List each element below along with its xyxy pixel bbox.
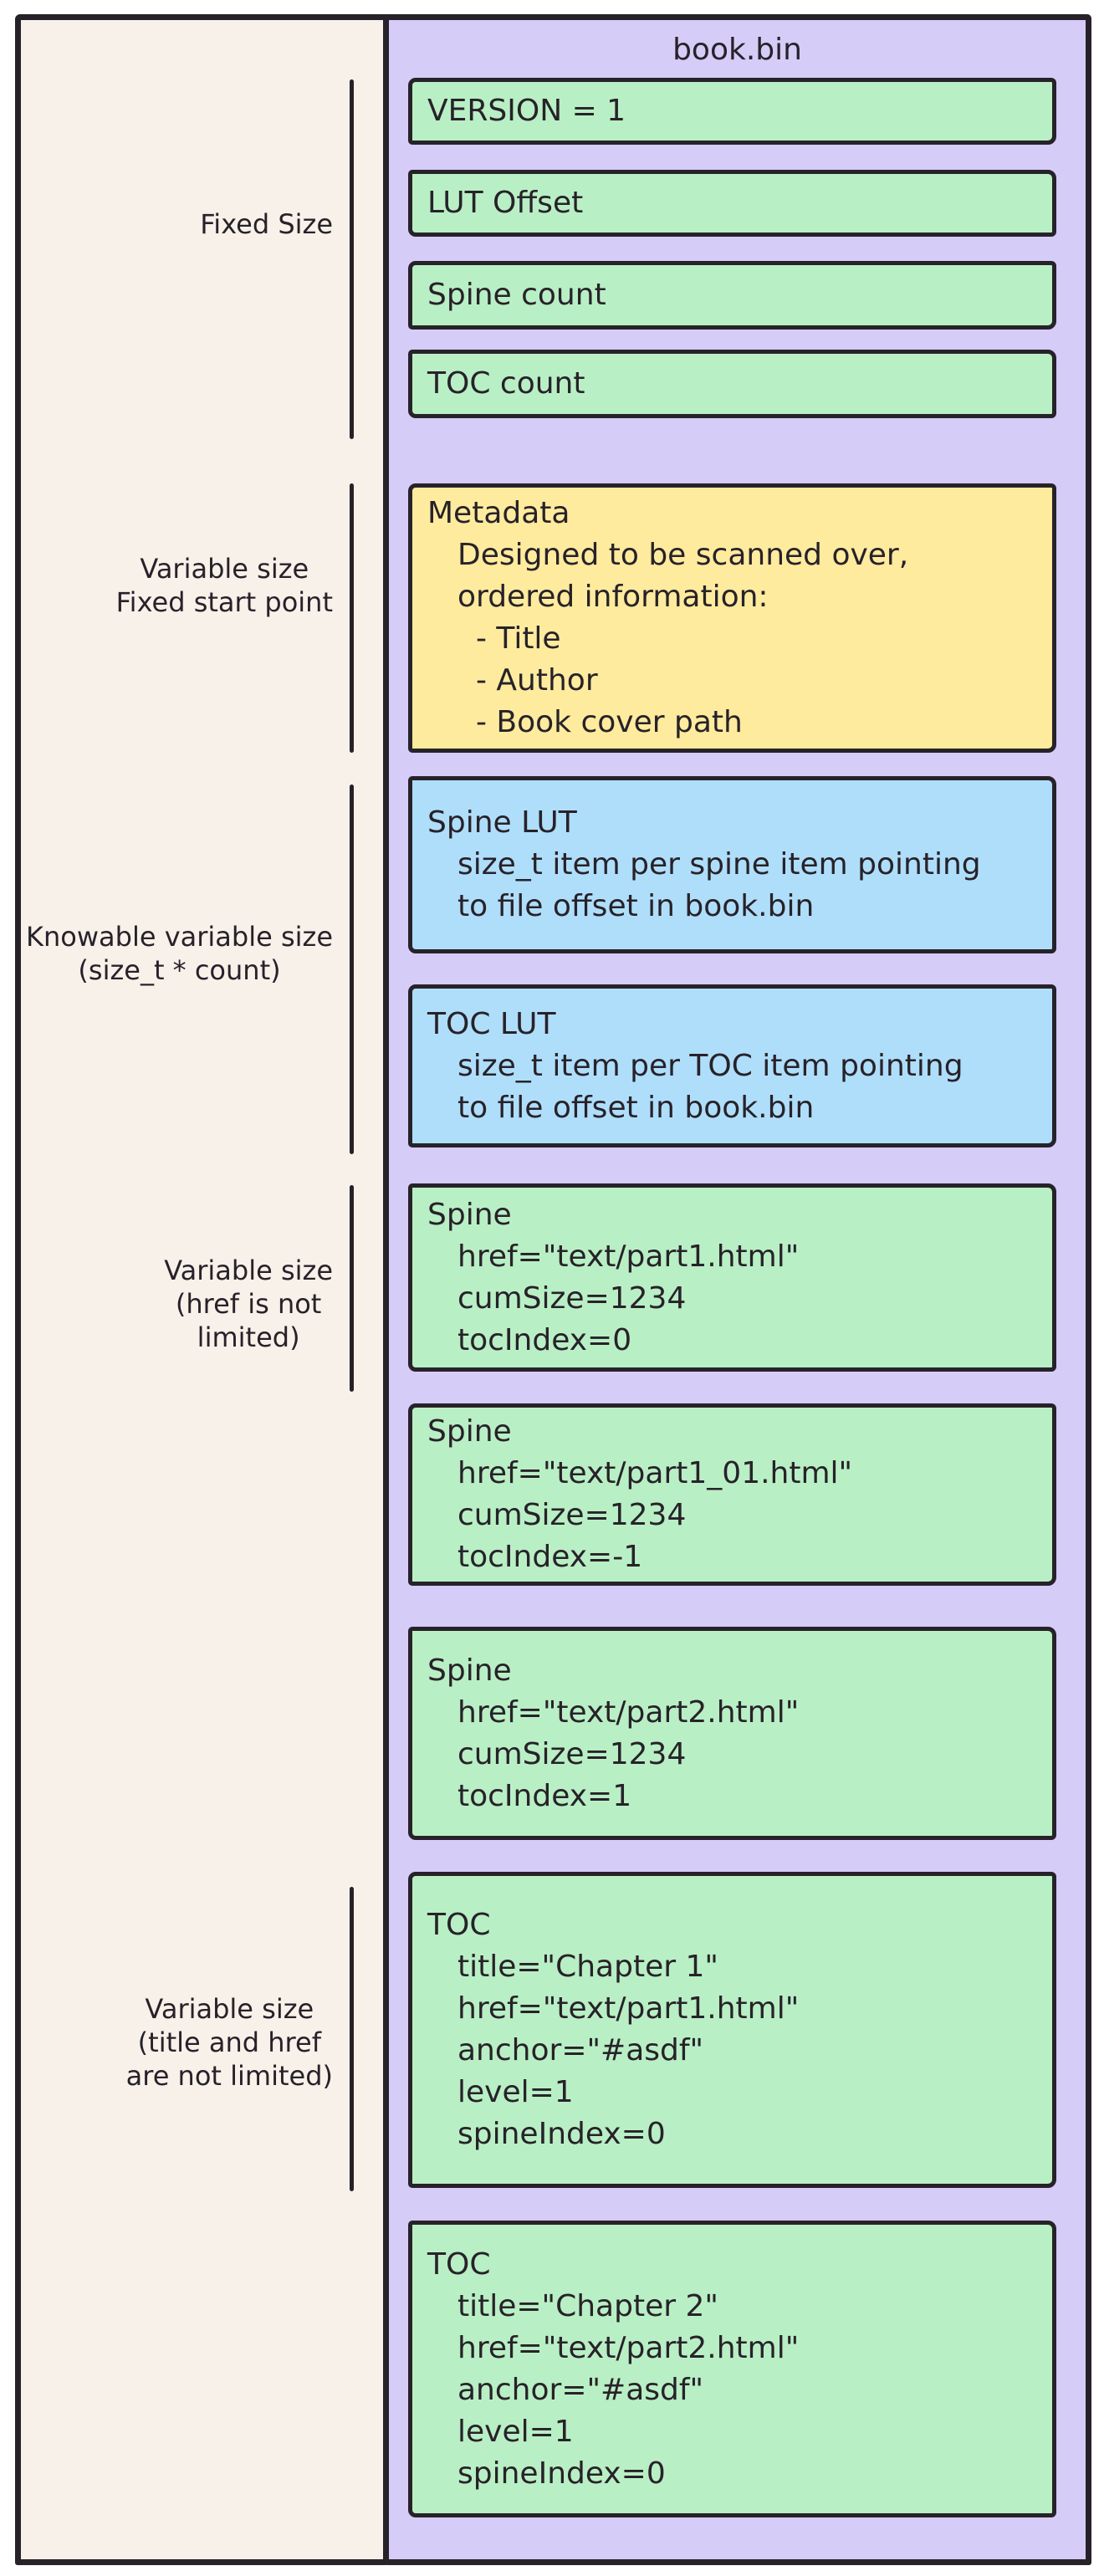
size-label-variable-title-href: Variable size (title and href are not li… xyxy=(125,1993,333,2092)
block-line: title="Chapter 1" xyxy=(457,1950,718,1984)
left-gutter-panel xyxy=(15,14,389,2565)
size-bracket xyxy=(350,1185,354,1392)
file-block-spine-2: Spine href="text/part1_01.html" cumSize=12… xyxy=(408,1403,1056,1586)
block-line: Spine xyxy=(427,1653,512,1688)
block-line: href="text/part2.html" xyxy=(457,1694,800,1730)
block-line: cumSize=1234 xyxy=(457,1280,687,1316)
file-block-spine-lut: Spine LUT size_t item per spine item poin… xyxy=(408,776,1056,953)
file-block-spine-count: Spine count xyxy=(408,261,1056,330)
block-line: Spine xyxy=(427,1414,512,1449)
file-block-version: VERSION = 1 xyxy=(408,78,1056,145)
block-line: href="text/part1_01.html" xyxy=(457,1456,853,1490)
file-block-toc-1: TOC title="Chapter 1" href="text/part1.htm… xyxy=(408,1872,1056,2188)
block-line: Designed to be scanned over, xyxy=(457,538,909,572)
block-line: - Book cover path xyxy=(476,705,743,739)
block-line: TOC count xyxy=(427,366,585,401)
size-label-fixed-size: Fixed Size xyxy=(200,208,333,240)
block-line: - Title xyxy=(476,621,561,656)
size-bracket xyxy=(350,483,354,753)
block-line: size_t item per spine item pointing xyxy=(457,847,981,882)
block-line: size_t item per TOC item pointing xyxy=(457,1048,963,1083)
block-line: href="text/part1.html" xyxy=(457,1239,800,1274)
block-line: Spine count xyxy=(427,278,606,312)
file-block-toc-2: TOC title="Chapter 2" href="text/part2.htm… xyxy=(408,2221,1056,2517)
block-line: tocIndex=0 xyxy=(457,1322,632,1357)
block-line: TOC xyxy=(427,2246,491,2282)
block-line: href="text/part2.html" xyxy=(457,2330,800,2365)
block-line: spineIndex=0 xyxy=(457,2117,666,2151)
file-block-lut-offset: LUT Offset xyxy=(408,170,1056,237)
block-line: anchor="#asdf" xyxy=(457,2033,704,2067)
block-line: TOC xyxy=(427,1908,491,1942)
block-line: Metadata xyxy=(427,496,570,530)
file-title: book.bin xyxy=(672,33,802,67)
file-block-spine-3: Spine href="text/part2.html" cumSize=1234 t… xyxy=(408,1627,1056,1840)
block-line: cumSize=1234 xyxy=(457,1736,687,1771)
size-label-variable-fixed-start: Variable size Fixed start point xyxy=(115,553,333,618)
block-line: tocIndex=1 xyxy=(457,1778,632,1813)
block-line: Spine LUT xyxy=(427,805,577,840)
block-line: VERSION = 1 xyxy=(427,94,626,128)
file-block-toc-count: TOC count xyxy=(408,350,1056,418)
size-bracket xyxy=(350,785,354,1154)
file-block-spine-1: Spine href="text/part1.html" cumSize=1234 t… xyxy=(408,1183,1056,1372)
file-block-toc-lut: TOC LUT size_t item per TOC item pointing… xyxy=(408,984,1056,1147)
block-line: to file offset in book.bin xyxy=(457,1090,815,1125)
block-line: ordered information: xyxy=(457,580,769,614)
block-line: - Author xyxy=(476,663,598,698)
block-line: anchor="#asdf" xyxy=(457,2372,704,2407)
block-line: LUT Offset xyxy=(427,186,584,220)
block-line: level=1 xyxy=(457,2414,574,2449)
block-line: title="Chapter 2" xyxy=(457,2288,718,2323)
block-line: cumSize=1234 xyxy=(457,1498,687,1532)
block-line: to file offset in book.bin xyxy=(457,889,815,923)
block-line: level=1 xyxy=(457,2075,574,2109)
block-line: Spine xyxy=(427,1197,512,1232)
block-line: TOC LUT xyxy=(427,1006,556,1041)
size-label-variable-href: Variable size (href is not limited) xyxy=(164,1255,333,1353)
block-line: tocIndex=-1 xyxy=(457,1540,643,1574)
size-bracket xyxy=(350,1887,354,2191)
size-label-knowable-variable: Knowable variable size (size_t * count) xyxy=(26,921,333,986)
block-line: spineIndex=0 xyxy=(457,2456,666,2491)
block-line: href="text/part1.html" xyxy=(457,1991,800,2026)
size-bracket xyxy=(350,79,354,439)
